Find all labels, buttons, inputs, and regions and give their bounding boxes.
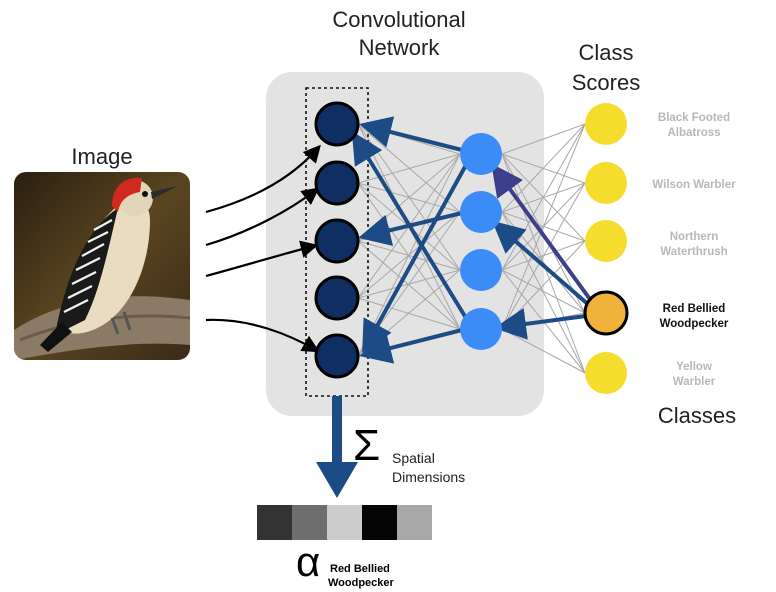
spatial-label-line2: Dimensions [392,469,465,485]
connection-h1-c1 [501,123,586,155]
weight-arrow-c4-h2 [491,220,592,308]
feature-node-5 [314,333,360,379]
class-label-3-line2: Waterthrush [660,246,727,258]
hidden-node-1 [460,133,502,175]
classes-title: Classes [658,403,736,428]
connection-h3-c4 [501,269,586,314]
weight-arrow-h4-f5 [359,328,463,364]
class-labels: Black Footed Albatross Wilson Warbler No… [652,112,736,388]
alpha-subscript-line2: Woodpecker [328,577,395,589]
weight-arrow-h2-f3 [358,211,463,246]
class-node-4-selected [583,290,629,336]
image-title: Image [71,144,132,169]
class-label-1-line2: Albatross [667,127,720,139]
hidden-node-2 [460,191,502,233]
alpha-cell-4 [362,505,397,540]
bird-image [14,172,190,360]
spatial-label-line1: Spatial [392,450,435,466]
scores-title-line2: Scores [572,70,640,95]
weight-arrow-c4-h4 [494,308,587,340]
image-arrow-1 [205,144,321,214]
alpha-cell-3 [327,505,362,540]
class-node-5 [585,352,627,394]
alpha-weights-bar [257,505,432,540]
connection-f2-h1 [357,153,461,184]
alpha-cell-5 [397,505,432,540]
weight-arrows [351,116,594,364]
class-label-4: Red Bellied [663,303,726,315]
hidden-node-3 [460,249,502,291]
sigma-symbol: Σ [353,421,380,470]
class-label-1: Black Footed [658,112,730,124]
network-title-line1: Convolutional [332,7,465,32]
class-label-3: Northern [670,231,719,243]
weight-arrow-h1-f5 [362,164,468,354]
feature-node-2 [314,160,360,206]
class-label-4-line2: Woodpecker [660,318,729,330]
alpha-subscript-line1: Red Bellied [330,563,390,575]
hidden-nodes [460,133,502,350]
alpha-symbol: α [296,538,320,585]
class-node-1 [585,103,627,145]
weight-arrow-h4-f1 [351,131,468,320]
feature-node-4 [314,275,360,321]
hidden-node-4 [460,308,502,350]
sum-arrow [316,396,358,498]
connection-f3-h4 [357,240,461,330]
image-arrow-4 [205,318,320,353]
feature-node-3 [314,218,360,264]
alpha-cell-2 [292,505,327,540]
weight-arrow-c4-h1 [491,163,594,304]
feature-map-nodes [314,101,360,379]
class-nodes [583,103,629,394]
class-node-2 [585,162,627,204]
weight-arrow-h1-f1 [359,116,463,152]
network-title-line2: Network [359,35,441,60]
feature-node-1 [314,101,360,147]
class-label-5: Yellow [676,361,712,373]
image-arrow-3 [205,240,319,278]
class-node-3 [585,220,627,262]
network-panel [266,72,544,416]
scores-title-line1: Class [578,40,633,65]
connection-h4-c1 [501,123,586,330]
class-label-2: Wilson Warbler [652,179,736,191]
alpha-cell-1 [257,505,292,540]
class-label-5-line2: Warbler [673,376,716,388]
connection-h4-c2 [501,182,586,330]
